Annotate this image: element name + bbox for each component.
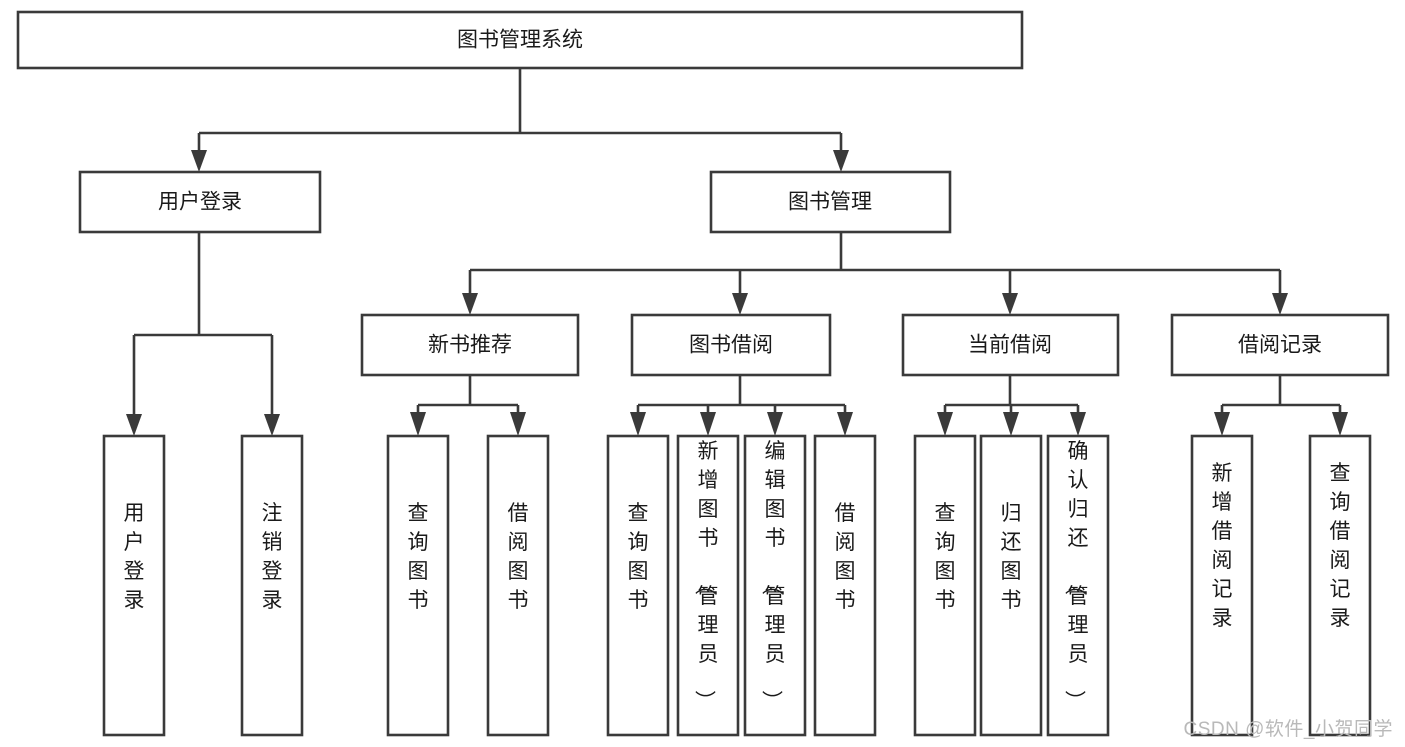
- node-leaf-cb-confirm-return-label: 确认归还（管理员）: [1063, 440, 1089, 711]
- arrow-head-bb-borrow-book: [837, 412, 853, 436]
- node-leaf-br-query-record-box[interactable]: [1308, 434, 1372, 737]
- node-root-system-label: 图书管理系统: [457, 29, 583, 52]
- node-leaf-cb-return-book-label: 归还图书: [1001, 502, 1022, 612]
- arrow-head-new-book-recommend: [462, 293, 478, 315]
- node-borrow-record-label: 借阅记录: [1238, 334, 1322, 357]
- node-user-login[interactable]: 用户登录: [78, 170, 322, 234]
- node-leaf-logout-box[interactable]: [240, 434, 304, 737]
- node-leaf-nbr-query-book-label: 查询图书: [408, 502, 429, 612]
- node-leaf-cb-query-book-label: 查询图书: [935, 502, 956, 612]
- node-leaf-br-add-record-box[interactable]: [1190, 434, 1254, 737]
- node-book-manage[interactable]: 图书管理: [709, 170, 952, 234]
- node-leaf-cb-confirm-return[interactable]: 确认归还（管理员）: [1046, 434, 1110, 737]
- arrow-head-cb-query-book: [937, 412, 953, 436]
- arrow-head-nbr-borrow-book: [510, 412, 526, 436]
- node-leaf-bb-query-book[interactable]: 查询图书: [606, 434, 670, 737]
- node-book-manage-label: 图书管理: [788, 191, 872, 214]
- node-leaf-nbr-borrow-book-label: 借阅图书: [508, 502, 529, 612]
- node-leaf-cb-return-book[interactable]: 归还图书: [979, 434, 1043, 737]
- node-leaf-bb-add-book-label: 新增图书（管理员）: [693, 440, 719, 711]
- node-leaf-bb-add-book-box[interactable]: [676, 434, 740, 737]
- arrow-head-bb-edit-book: [767, 412, 783, 436]
- arrow-head-leaf-user-login: [126, 414, 142, 436]
- connector-group-current-borrow: [937, 375, 1086, 436]
- node-leaf-nbr-borrow-book[interactable]: 借阅图书: [486, 434, 550, 737]
- node-leaf-br-query-record-label: 查询借阅记录: [1330, 462, 1351, 630]
- node-new-book-recommend[interactable]: 新书推荐: [360, 313, 580, 377]
- node-leaf-user-login-label: 用户登录: [124, 502, 145, 612]
- node-leaf-bb-edit-book[interactable]: 编辑图书（管理员）: [743, 434, 807, 737]
- node-leaf-bb-edit-book-box[interactable]: [743, 434, 807, 737]
- node-leaf-nbr-query-book-box[interactable]: [386, 434, 450, 737]
- node-leaf-cb-query-book-box[interactable]: [913, 434, 977, 737]
- arrow-head-user-login: [191, 150, 207, 172]
- node-leaf-bb-edit-book-label: 编辑图书（管理员）: [760, 440, 786, 711]
- arrow-head-leaf-logout: [264, 414, 280, 436]
- node-leaf-bb-query-book-box[interactable]: [606, 434, 670, 737]
- node-borrow-record[interactable]: 借阅记录: [1170, 313, 1390, 377]
- arrow-head-nbr-query-book: [410, 412, 426, 436]
- arrow-head-cb-confirm-return: [1070, 412, 1086, 436]
- node-leaf-bb-add-book[interactable]: 新增图书（管理员）: [676, 434, 740, 737]
- node-book-borrow-box[interactable]: [630, 313, 832, 377]
- connector-group-user-login: [126, 232, 280, 436]
- node-user-login-box[interactable]: [78, 170, 322, 234]
- node-user-login-label: 用户登录: [158, 191, 242, 214]
- node-leaf-br-query-record[interactable]: 查询借阅记录: [1308, 434, 1372, 737]
- node-leaf-cb-confirm-return-box[interactable]: [1046, 434, 1110, 737]
- node-leaf-nbr-borrow-book-box[interactable]: [486, 434, 550, 737]
- arrow-head-bb-add-book: [700, 412, 716, 436]
- node-leaf-br-add-record-label: 新增借阅记录: [1212, 462, 1233, 630]
- arrow-head-br-query-record: [1332, 412, 1348, 436]
- arrow-head-book-borrow: [732, 293, 748, 315]
- node-new-book-recommend-box[interactable]: [360, 313, 580, 377]
- connector-group-borrow-record: [1214, 375, 1348, 436]
- node-leaf-br-add-record[interactable]: 新增借阅记录: [1190, 434, 1254, 737]
- node-current-borrow-label: 当前借阅: [968, 334, 1052, 357]
- arrow-head-cb-return-book: [1003, 412, 1019, 436]
- node-current-borrow-box[interactable]: [901, 313, 1120, 377]
- node-leaf-cb-return-book-box[interactable]: [979, 434, 1043, 737]
- node-borrow-record-box[interactable]: [1170, 313, 1390, 377]
- node-current-borrow[interactable]: 当前借阅: [901, 313, 1120, 377]
- connector-group-root: [191, 68, 849, 172]
- node-leaf-bb-query-book-label: 查询图书: [628, 502, 649, 612]
- node-book-borrow-label: 图书借阅: [689, 334, 773, 357]
- arrow-head-bb-query-book: [630, 412, 646, 436]
- arrow-head-borrow-record: [1272, 293, 1288, 315]
- node-leaf-logout[interactable]: 注销登录: [240, 434, 304, 737]
- node-leaf-user-login[interactable]: 用户登录: [102, 434, 166, 737]
- arrow-head-br-add-record: [1214, 412, 1230, 436]
- connector-group-book-borrow: [630, 375, 853, 436]
- node-root-system[interactable]: 图书管理系统: [16, 10, 1024, 70]
- arrow-head-current-borrow: [1002, 293, 1018, 315]
- node-leaf-bb-borrow-book-box[interactable]: [813, 434, 877, 737]
- node-leaf-nbr-query-book[interactable]: 查询图书: [386, 434, 450, 737]
- arrow-head-book-manage: [833, 150, 849, 172]
- node-leaf-cb-query-book[interactable]: 查询图书: [913, 434, 977, 737]
- node-leaf-bb-borrow-book-label: 借阅图书: [835, 502, 856, 612]
- node-root-system-box[interactable]: [16, 10, 1024, 70]
- node-leaf-logout-label: 注销登录: [262, 502, 283, 612]
- connector-group-new-book-recommend: [410, 375, 526, 436]
- node-leaf-user-login-box[interactable]: [102, 434, 166, 737]
- node-book-manage-box[interactable]: [709, 170, 952, 234]
- node-book-borrow[interactable]: 图书借阅: [630, 313, 832, 377]
- node-leaf-bb-borrow-book[interactable]: 借阅图书: [813, 434, 877, 737]
- node-new-book-recommend-label: 新书推荐: [428, 334, 512, 357]
- connector-group-book-manage: [462, 232, 1288, 315]
